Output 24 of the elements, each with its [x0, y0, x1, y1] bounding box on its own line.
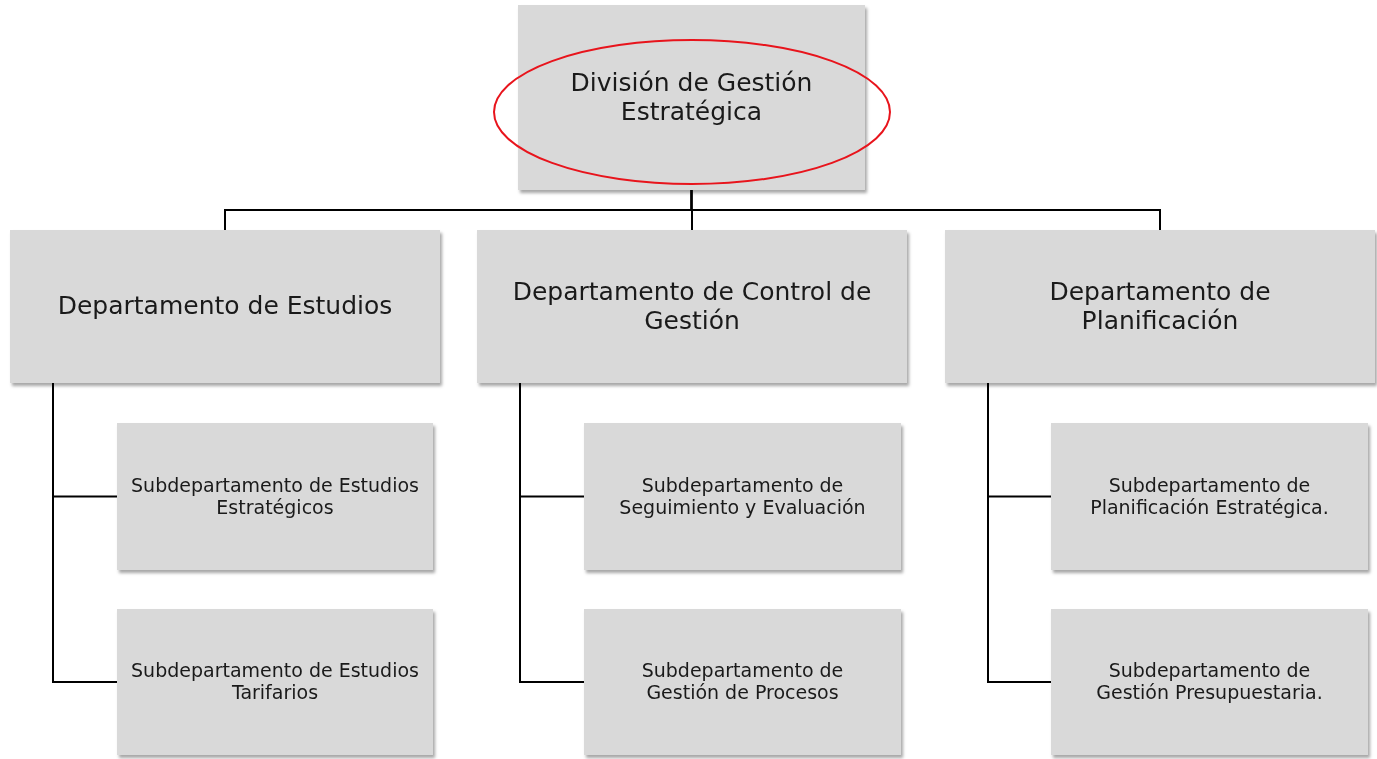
- org-box: [477, 230, 907, 383]
- connector-line: [519, 382, 585, 683]
- unit-name: Subdepartamento de Seguimiento y Evaluación: [618, 474, 867, 519]
- unit-name: Subdepartamento de Estudios Tarifarios: [130, 660, 420, 704]
- org-box: [518, 5, 865, 190]
- unit-name: Subdepartamento de Planificación Estratégica.: [1089, 474, 1330, 519]
- unit-name: Subdepartamento de Gestión de Procesos: [640, 660, 845, 704]
- unit-name: Subdepartamento de Gestión Presupuestaria.: [1095, 660, 1324, 704]
- unit-name: Departamento de Control de Gestión: [511, 277, 873, 336]
- org-box: [584, 423, 901, 570]
- org-box: [117, 423, 433, 570]
- unit-name: Departamento de Planificación: [1048, 277, 1272, 336]
- connector-line: [987, 382, 1052, 683]
- org-box: [117, 609, 433, 755]
- org-box: [945, 230, 1375, 383]
- org-box: [584, 609, 901, 755]
- org-box: [1051, 423, 1368, 570]
- unit-name: División de Gestión Estratégica: [569, 68, 814, 127]
- unit-name: Subdepartamento de Estudios Estratégicos: [130, 474, 420, 519]
- connector-line: [690, 189, 1161, 231]
- org-box: [1051, 609, 1368, 755]
- org-box: [10, 230, 440, 383]
- connector-line: [52, 382, 118, 683]
- unit-name: Departamento de Estudios: [57, 292, 393, 321]
